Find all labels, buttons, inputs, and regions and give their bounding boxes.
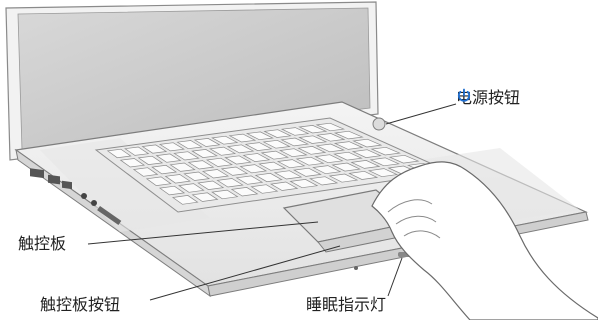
power-icon bbox=[456, 88, 472, 104]
front-screw bbox=[354, 266, 358, 270]
sleep-indicator-label: 睡眠指示灯 bbox=[306, 295, 386, 315]
trackpad-button-label: 触控板按钮 bbox=[40, 295, 120, 315]
hand-illustration bbox=[372, 162, 598, 320]
trackpad-label: 触控板 bbox=[18, 234, 66, 254]
power-button-callout: 电源按钮 bbox=[456, 88, 520, 108]
power-leader-line bbox=[386, 104, 456, 124]
power-button-shape bbox=[373, 118, 385, 130]
sleep-indicator-leader-line bbox=[388, 258, 402, 296]
